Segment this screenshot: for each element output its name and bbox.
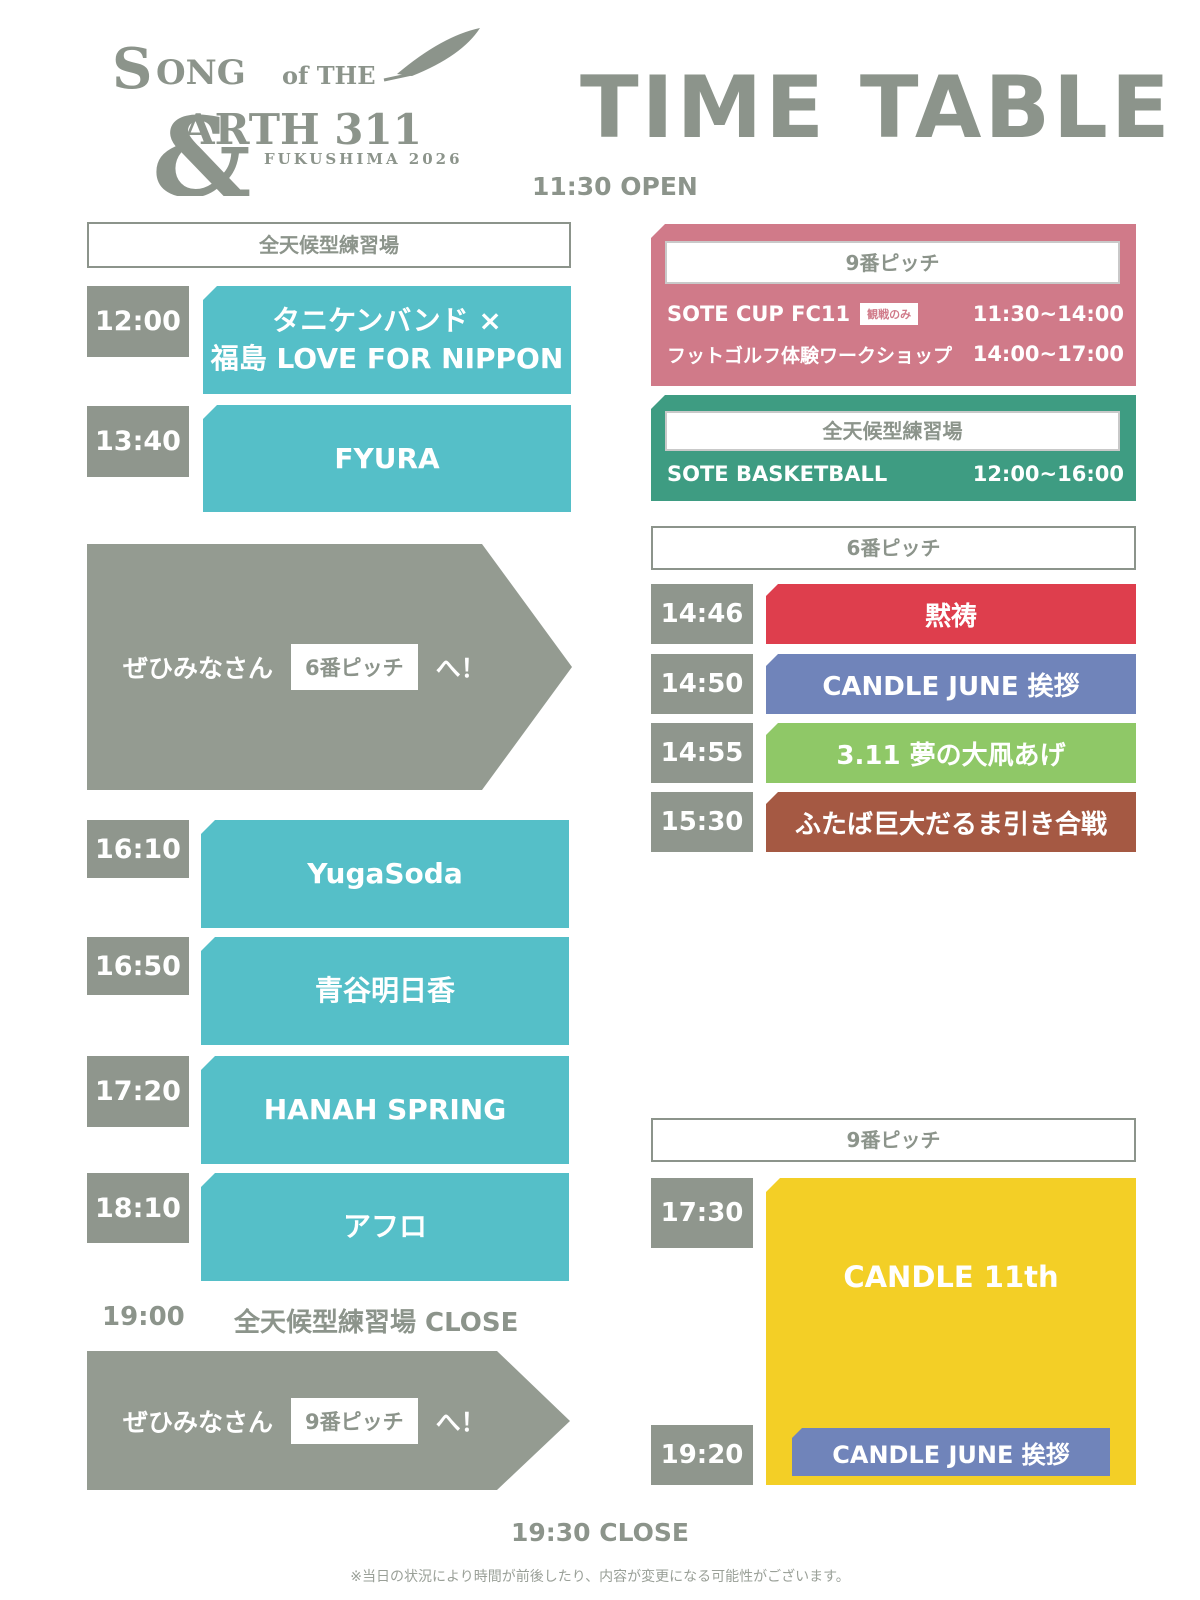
program-time: 12:00~16:00 [972,462,1124,486]
practice-panel: 全天候型練習場 SOTE BASKETBALL 12:00~16:00 [651,395,1136,501]
leaf-icon [383,28,480,82]
redirect-suffix: へ！ [435,654,486,683]
slot-time: 14:46 [651,584,753,644]
act-name: アフロ [342,1210,427,1244]
act-name: HANAH SPRING [263,1093,507,1127]
slot-time: 14:55 [651,723,753,783]
logo-line1: ONG [156,53,246,93]
logo-line2: ARTH 311 [181,105,422,154]
festival-logo: S ONG of THE & ARTH 311 FUKUSHIMA 2026 [112,26,482,222]
act-card: 青谷明日香 [201,937,569,1045]
redirect-place: 6番ピッチ [291,644,418,690]
redirect-arrow: ぜひみなさん 6番ピッチ へ！ [87,544,572,790]
panel-header: 全天候型練習場 [665,411,1120,451]
venue-header: 全天候型練習場 [87,222,571,268]
program-name: SOTE BASKETBALL [667,462,888,486]
slot-time: 17:30 [651,1178,753,1248]
event-card: CANDLE JUNE 挨拶 [766,654,1136,714]
program-row: フットゴルフ体験ワークショップ 14:00~17:00 [667,336,1124,372]
slot-time: 14:50 [651,654,753,714]
pitch9-panel: 9番ピッチ SOTE CUP FC11 観戦のみ 11:30~14:00 フット… [651,224,1136,386]
redirect-arrow: ぜひみなさん 9番ピッチ へ！ [87,1351,570,1490]
act-card: YugaSoda [201,820,569,928]
event-name: 黙祷 [924,601,977,632]
closing-greeting-label: CANDLE JUNE 挨拶 [832,1440,1070,1469]
act-name: FYURA [334,441,440,475]
act-card: HANAH SPRING [201,1056,569,1164]
open-time: 11:30 OPEN [532,172,698,201]
pitch9-evening-header: 9番ピッチ [651,1118,1136,1162]
svg-text:of THE: of THE [282,61,376,90]
redirect-prefix: ぜひみなさん [123,1407,274,1437]
slot-time: 18:10 [87,1173,189,1243]
slot-time: 17:20 [87,1056,189,1127]
venue-close-time: 19:00 [102,1302,185,1332]
candle-event-card: CANDLE 11th CANDLE JUNE 挨拶 [766,1178,1136,1485]
event-card: 3.11 夢の大凧あげ [766,723,1136,783]
act-name: YugaSoda [307,857,463,891]
slot-time: 16:50 [87,937,189,995]
slot-time: 16:10 [87,820,189,878]
act-card: アフロ [201,1173,569,1281]
event-card: 黙祷 [766,584,1136,644]
close-time: 19:30 CLOSE [510,1518,689,1547]
slot-time: 13:40 [87,406,189,477]
event-name: CANDLE 11th [843,1260,1059,1294]
slot-time: 15:30 [651,792,753,852]
panel-header: 9番ピッチ [665,241,1120,284]
act-name: 青谷明日香 [314,974,455,1008]
act-card: FYURA [203,405,571,512]
act-name: タニケンバンド × [272,304,502,338]
logo-sub: FUKUSHIMA 2026 [264,150,463,168]
closing-greeting: CANDLE JUNE 挨拶 [792,1428,1110,1476]
program-name: SOTE CUP FC11 [667,302,851,326]
event-name: ふたば巨大だるま引き合戦 [794,809,1107,840]
event-card: ふたば巨大だるま引き合戦 [766,792,1136,852]
act-card: タニケンバンド × 福島 LOVE FOR NIPPON [203,286,571,394]
spectator-tag: 観戦のみ [860,303,919,325]
act-name: 福島 LOVE FOR NIPPON [210,342,564,375]
event-name: CANDLE JUNE 挨拶 [822,671,1080,702]
disclaimer-note: ※当日の状況により時間が前後したり、内容が変更になる可能性がございます。 [350,1569,850,1585]
redirect-place: 9番ピッチ [291,1397,418,1444]
slot-time: 19:20 [651,1425,753,1485]
program-name: フットゴルフ体験ワークショップ [667,344,953,367]
program-row: SOTE BASKETBALL 12:00~16:00 [667,457,1124,491]
program-time: 14:00~17:00 [972,342,1124,366]
program-time: 11:30~14:00 [972,302,1124,326]
program-row: SOTE CUP FC11 観戦のみ 11:30~14:00 [667,296,1124,332]
logo-letter-s: S [112,36,152,102]
redirect-suffix: へ！ [435,1407,486,1437]
event-name: 3.11 夢の大凧あげ [836,740,1066,771]
slot-time: 12:00 [87,286,189,357]
redirect-prefix: ぜひみなさん [123,654,274,683]
venue-close-label: 全天候型練習場 CLOSE [234,1308,519,1338]
page-title: TIME TABLE [580,58,1173,158]
pitch6-header: 6番ピッチ [651,526,1136,570]
